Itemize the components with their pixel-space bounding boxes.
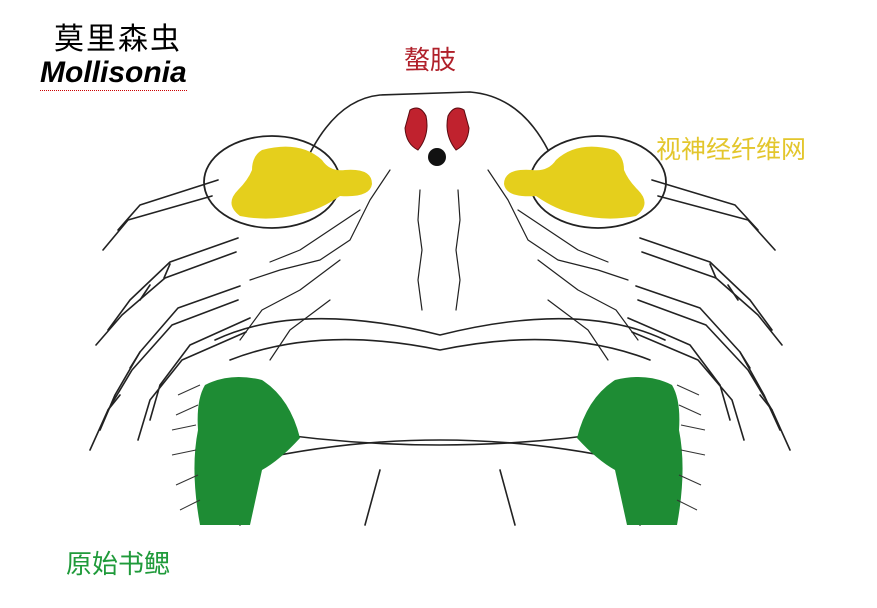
title-chinese: 莫里森虫	[54, 22, 182, 57]
inner-appendages	[239, 169, 639, 361]
label-chelicerae: 螯肢	[404, 46, 457, 76]
midline	[417, 189, 461, 311]
book-gills-right	[577, 376, 706, 525]
label-book-gills: 原始书鳃	[66, 550, 171, 580]
mouth-dot	[428, 148, 446, 166]
head-shield-outline	[299, 91, 549, 176]
title-latin: Mollisonia	[40, 56, 187, 91]
chelicerae	[404, 107, 470, 166]
trunk-outline	[214, 317, 666, 341]
right-legs	[627, 179, 791, 451]
optic-neuropil-right	[504, 135, 667, 229]
book-gills-left	[171, 376, 300, 525]
optic-neuropil-left	[203, 135, 372, 229]
label-optic-neuropils: 视神经纤维网	[656, 135, 807, 164]
left-legs	[89, 179, 251, 451]
